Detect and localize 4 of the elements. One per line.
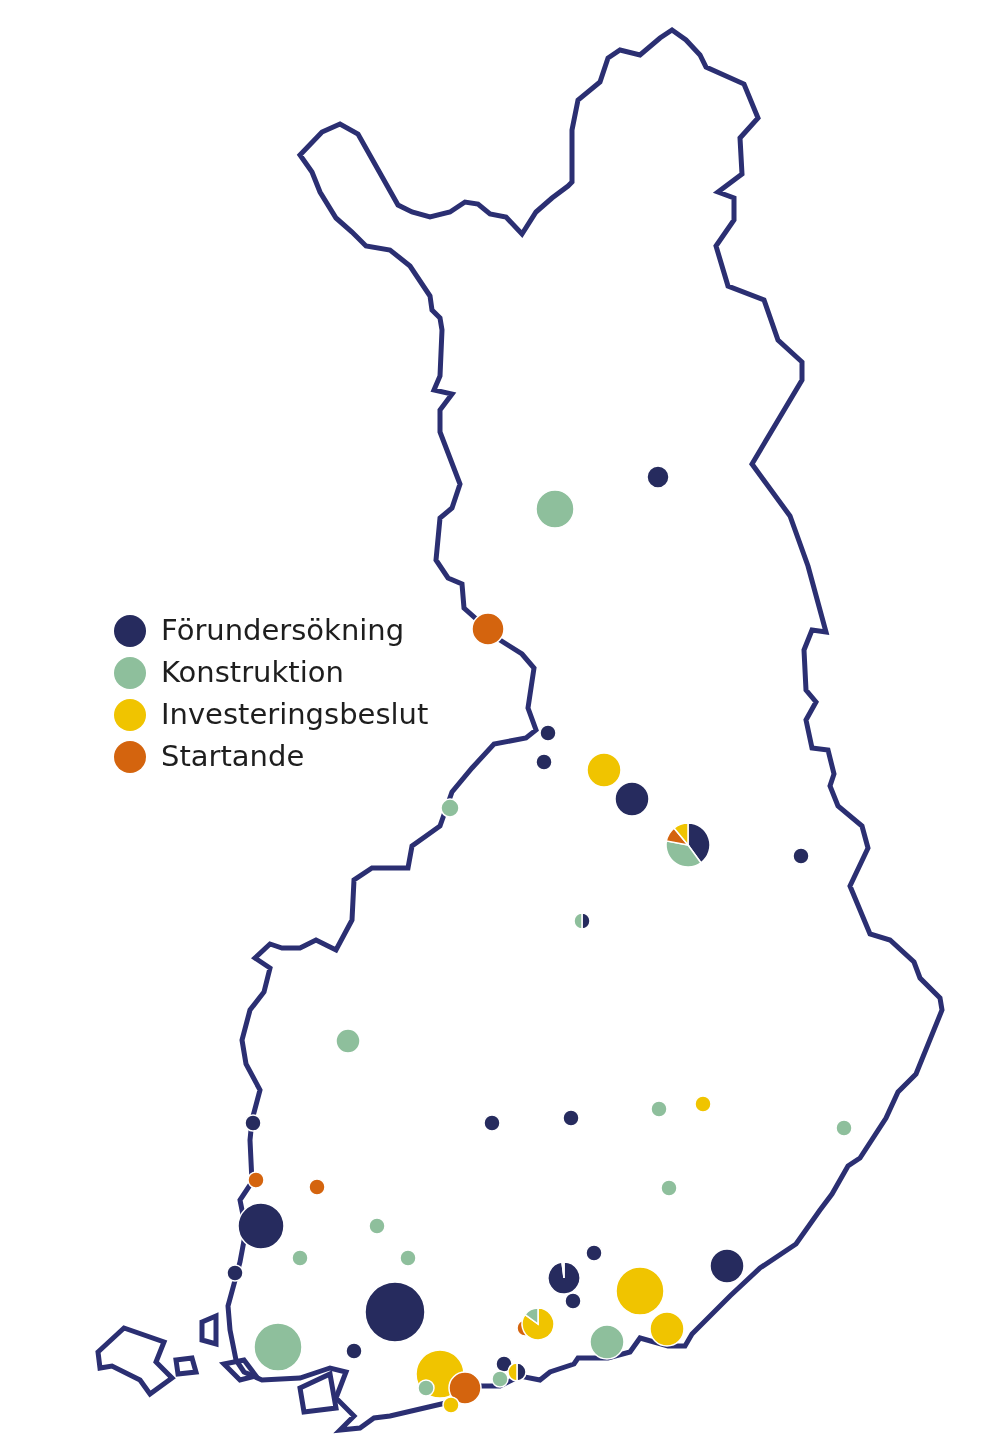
legend-label: Startande bbox=[161, 738, 305, 774]
legend-label: Förundersökning bbox=[161, 612, 405, 648]
legend-label: Investeringsbeslut bbox=[161, 696, 429, 732]
legend-label: Konstruktion bbox=[161, 654, 344, 690]
